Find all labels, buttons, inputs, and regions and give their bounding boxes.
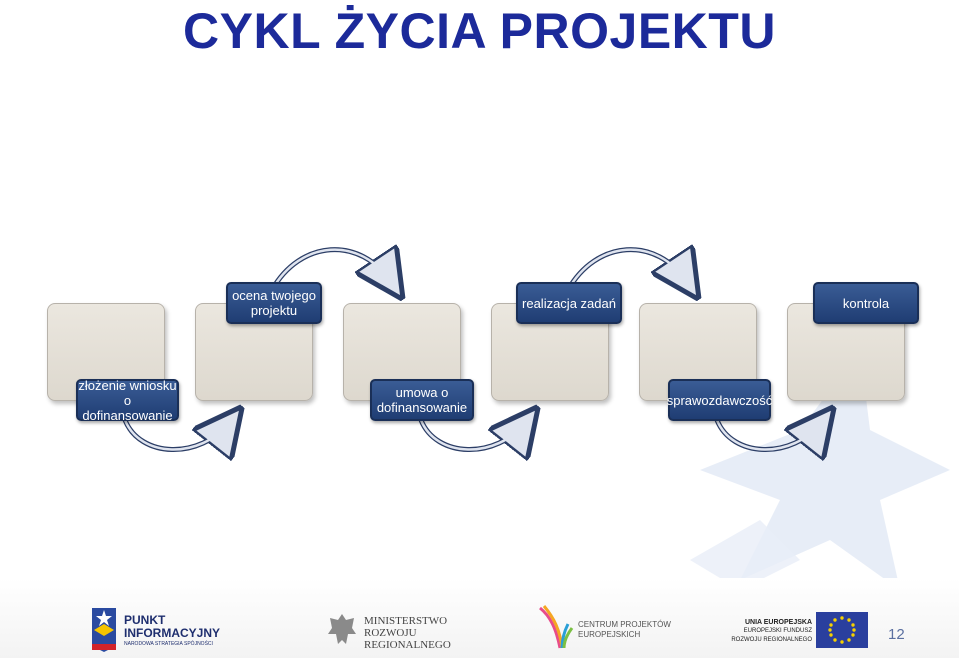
logo-line: EUROPEJSKICH <box>578 630 641 639</box>
label-umowa-o-dofinansowanie: umowa o dofinansowanie <box>370 379 474 421</box>
centrum-projektow-logo-icon <box>539 605 574 649</box>
label-kontrola: kontrola <box>813 282 919 324</box>
punkt-informacyjny-logo: PUNKT INFORMACYJNY NARODOWA STRATEGIA SP… <box>124 614 220 648</box>
label-sprawozdawczosc: sprawozdawczość <box>666 379 773 421</box>
label-line: ocena twojego <box>232 288 316 303</box>
logo-line: ROZWOJU <box>364 627 417 639</box>
label-line: dofinansowanie <box>376 400 468 415</box>
eagle-emblem-icon <box>328 614 356 644</box>
label-zlozenie-wniosku: złożenie wniosku o dofinansowanie <box>76 377 179 423</box>
logo-line: NARODOWA STRATEGIA SPÓJNOŚCI <box>124 641 213 647</box>
slide-title: CYKL ŻYCIA PROJEKTU <box>183 3 776 59</box>
logo-line: INFORMACYJNY <box>124 626 221 640</box>
arrow-bottom-3 <box>714 420 822 450</box>
logo-line: MINISTERSTWO <box>364 615 448 627</box>
label-realizacja-zadan: realizacja zadań <box>516 282 622 324</box>
eu-flag-icon <box>816 612 868 648</box>
logo-line: REGIONALNEGO <box>364 639 451 651</box>
centrum-projektow-logo: CENTRUM PROJEKTÓW EUROPEJSKICH <box>578 620 671 640</box>
label-line: projektu <box>250 303 298 318</box>
label-line: kontrola <box>842 295 890 311</box>
label-line: złożenie wniosku <box>78 377 177 393</box>
footer-band <box>0 578 959 658</box>
label-ocena-twojego-projektu: ocena twojego projektu <box>226 282 322 324</box>
arrow-bottom-2 <box>418 420 526 450</box>
logo-line: ROZWOJU REGIONALNEGO <box>731 637 812 643</box>
label-line: sprawozdawczość <box>666 392 773 408</box>
ministerstwo-logo: MINISTERSTWO ROZWOJU REGIONALNEGO <box>364 615 451 651</box>
page-number: 12 <box>888 626 905 643</box>
logo-line: EUROPEJSKI FUNDUSZ <box>743 628 812 634</box>
label-line: realizacja zadań <box>522 295 616 311</box>
punkt-informacyjny-logo-icon <box>92 608 116 652</box>
logo-line: PUNKT <box>124 613 166 627</box>
logo-line: UNIA EUROPEJSKA <box>744 619 812 626</box>
arrow-bottom-1 <box>122 420 230 450</box>
label-line: o dofinansowanie <box>82 392 173 423</box>
logo-line: CENTRUM PROJEKTÓW <box>578 620 671 629</box>
label-line: umowa o <box>395 385 449 400</box>
unia-europejska-logo: UNIA EUROPEJSKA EUROPEJSKI FUNDUSZ ROZWO… <box>728 618 812 645</box>
